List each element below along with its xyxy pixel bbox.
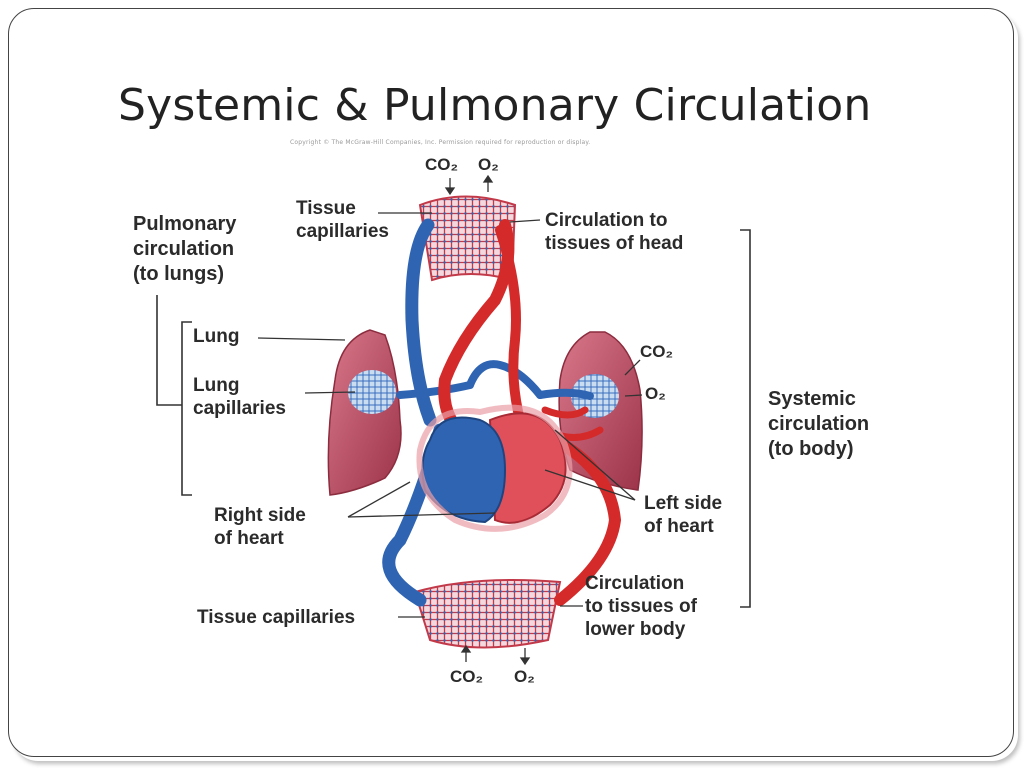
circulation-lower-body-label: Circulation to tissues of lower body — [585, 573, 697, 640]
tissue-capillaries-bottom-label: Tissue capillaries — [197, 607, 356, 628]
gas-arrows — [444, 174, 531, 666]
left-side-heart-label: Left side of heart — [644, 493, 723, 537]
deoxygenated-vessels — [382, 218, 594, 607]
right-lung-capillaries — [571, 374, 619, 418]
lung-co2-label: CO₂ — [640, 342, 674, 361]
lung-label: Lung — [193, 326, 240, 347]
right-side-heart-label: Right side of heart — [214, 505, 306, 549]
left-lung-capillaries — [348, 370, 396, 414]
slide-title: Systemic & Pulmonary Circulation — [118, 80, 872, 131]
lung-o2-label: O₂ — [645, 384, 666, 403]
heart-left-side — [488, 412, 567, 524]
top-co2-label: CO₂ — [425, 155, 459, 174]
leader-lines — [257, 212, 643, 618]
bottom-co2-label: CO₂ — [450, 667, 484, 686]
heart-outline — [416, 404, 573, 532]
copyright-notice: Copyright © The McGraw-Hill Companies, I… — [290, 139, 591, 146]
tissue-capillaries-top-label: Tissue capillaries — [296, 198, 389, 242]
pulmonary-bracket — [156, 295, 192, 496]
top-o2-label: O₂ — [478, 155, 499, 174]
systemic-circulation-label: Systemic circulation (to body) — [768, 388, 870, 460]
circulation-head-label: Circulation to tissues of head — [545, 210, 684, 254]
bottom-o2-label: O₂ — [514, 667, 535, 686]
systemic-bracket — [740, 229, 751, 608]
lower-body-capillary-bed — [413, 578, 562, 649]
lung-capillaries-label: Lung capillaries — [193, 375, 286, 419]
pulmonary-circulation-label: Pulmonary circulation (to lungs) — [133, 213, 237, 285]
